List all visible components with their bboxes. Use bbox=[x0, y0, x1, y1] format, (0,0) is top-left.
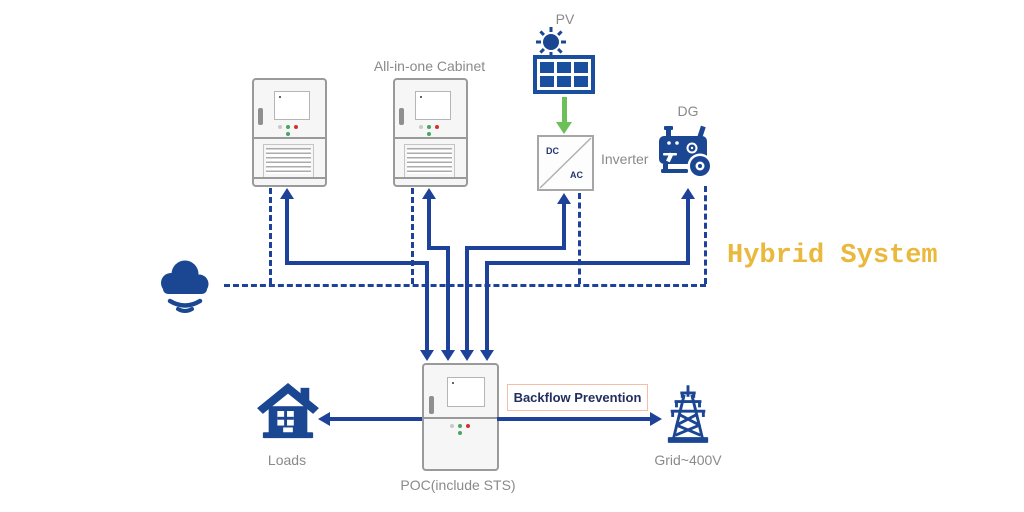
power-line-dg bbox=[686, 197, 690, 265]
cabinet-handle bbox=[399, 108, 404, 125]
backflow-prevention-badge: Backflow Prevention bbox=[507, 384, 648, 411]
cabinet-led bbox=[278, 125, 282, 129]
inverter-box: DC AC bbox=[537, 135, 594, 191]
power-line-cabinet2 bbox=[427, 197, 431, 250]
cabinet-led bbox=[286, 132, 290, 136]
arrowhead-to-grid bbox=[650, 412, 662, 426]
cabinet-vent bbox=[404, 144, 455, 178]
inverter-ac-text: AC bbox=[570, 170, 583, 180]
loads-label: Loads bbox=[267, 452, 307, 468]
cabinet-led bbox=[450, 424, 454, 428]
backflow-prevention-text: Backflow Prevention bbox=[513, 390, 642, 405]
pv-to-inverter-arrowhead bbox=[556, 122, 572, 134]
arrowhead-to-poc-3 bbox=[460, 350, 474, 361]
power-line-inverter bbox=[465, 246, 566, 250]
sun-icon bbox=[536, 27, 566, 56]
power-line-inverter bbox=[465, 246, 469, 352]
cabinet-divider bbox=[254, 137, 325, 139]
all-in-one-cabinet-2-illustration bbox=[393, 78, 468, 187]
cabinet-screen bbox=[447, 377, 485, 407]
power-line-cabinet2 bbox=[446, 246, 450, 352]
cabinet-divider bbox=[424, 417, 497, 419]
grid-label: Grid~400V bbox=[654, 452, 722, 468]
poc-label: POC(include STS) bbox=[400, 477, 516, 493]
cabinet-led bbox=[427, 132, 431, 136]
hybrid-system-title: Hybrid System bbox=[727, 241, 938, 271]
cabinet-base bbox=[254, 177, 325, 179]
cabinet-led bbox=[427, 125, 431, 129]
generator-icon bbox=[659, 125, 713, 179]
dg-label: DG bbox=[677, 103, 699, 119]
power-line-cabinet1 bbox=[285, 197, 289, 265]
cabinet-screen bbox=[274, 91, 310, 120]
cabinet-screen bbox=[415, 91, 451, 120]
cabinet-handle bbox=[258, 108, 263, 125]
all-in-one-cabinet-label: All-in-one Cabinet bbox=[373, 58, 486, 74]
cabinet-base bbox=[395, 177, 466, 179]
poc-to-grid-line bbox=[497, 417, 650, 421]
power-line-cabinet2 bbox=[427, 246, 450, 250]
arrowhead-to-poc-2 bbox=[441, 350, 455, 361]
comms-line-cabinet2 bbox=[411, 188, 414, 284]
arrowhead-to-poc-4 bbox=[480, 350, 494, 361]
power-line-cabinet1 bbox=[285, 261, 429, 265]
inverter-dc-text: DC bbox=[546, 146, 559, 156]
power-line-dg bbox=[485, 261, 690, 265]
arrowhead-to-dg bbox=[681, 188, 695, 199]
power-line-dg bbox=[485, 261, 489, 352]
poc-cabinet-illustration bbox=[422, 363, 499, 471]
inverter-diagonal bbox=[539, 137, 592, 189]
pv-to-inverter-arrow bbox=[562, 97, 567, 123]
arrowhead-to-loads bbox=[318, 412, 330, 426]
power-line-inverter bbox=[562, 202, 566, 250]
cabinet-led bbox=[435, 125, 439, 129]
comms-line-inverter bbox=[578, 193, 581, 284]
power-line-cabinet1 bbox=[425, 261, 429, 352]
arrowhead-to-cabinet2 bbox=[422, 188, 436, 199]
wifi-signal-icon bbox=[167, 298, 203, 313]
cabinet-led bbox=[458, 424, 462, 428]
cabinet-divider bbox=[395, 137, 466, 139]
solar-panel-icon bbox=[533, 55, 595, 94]
cabinet-led bbox=[419, 125, 423, 129]
arrowhead-to-inverter bbox=[557, 193, 571, 204]
comms-line-dg bbox=[704, 186, 707, 284]
cabinet-led bbox=[458, 431, 462, 435]
arrowhead-to-cabinet1 bbox=[280, 188, 294, 199]
cabinet-handle bbox=[429, 396, 434, 414]
cabinet-vent bbox=[263, 144, 314, 178]
all-in-one-cabinet-1-illustration bbox=[252, 78, 327, 187]
comms-line-cabinet1 bbox=[269, 188, 272, 284]
arrowhead-to-poc-1 bbox=[420, 350, 434, 361]
grid-tower-icon bbox=[667, 385, 709, 443]
pv-label: PV bbox=[555, 11, 575, 27]
cabinet-led bbox=[286, 125, 290, 129]
inverter-label: Inverter bbox=[601, 151, 649, 167]
cabinet-led bbox=[466, 424, 470, 428]
house-icon bbox=[257, 383, 319, 439]
poc-to-loads-line bbox=[329, 417, 422, 421]
cabinet-led bbox=[294, 125, 298, 129]
cloud-icon bbox=[161, 260, 209, 313]
